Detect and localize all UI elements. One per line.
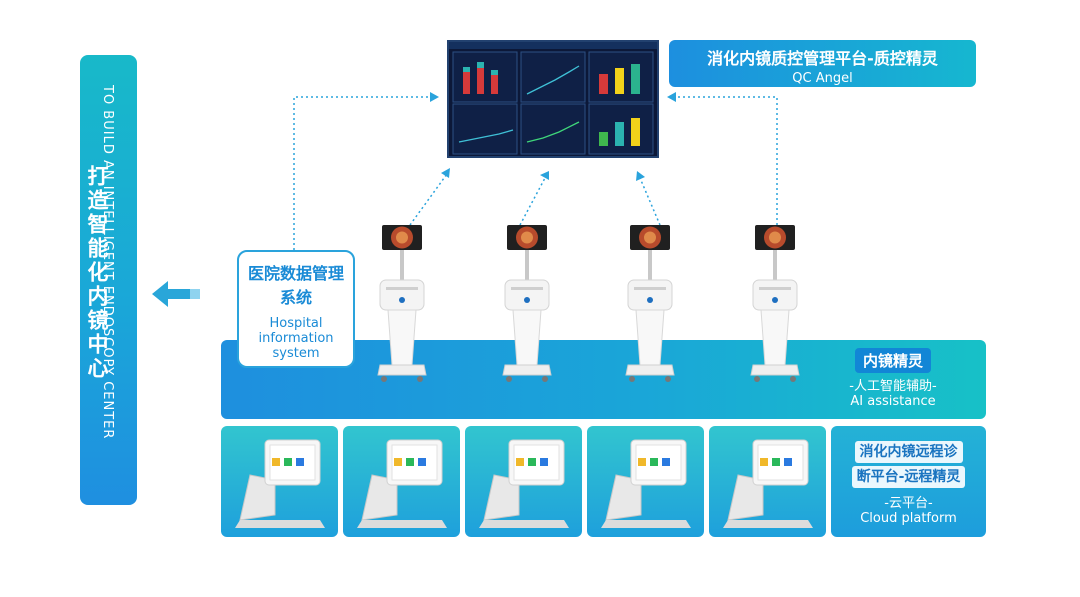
qc-chinese-title: 消化内镜质控管理平台-质控精灵 <box>707 49 938 68</box>
line-chart <box>526 121 580 143</box>
touch-terminal-icon <box>356 439 448 529</box>
touch-terminal-icon <box>478 439 570 529</box>
ai-label: 内镜精灵 -人工智能辅助- AI assistance <box>818 348 968 409</box>
his-box: 医院数据管理系统 Hospital information system <box>237 250 355 368</box>
left-banner: TO BUILD AN INTELLIGENT ENDOSCOPY CENTER… <box>80 55 137 505</box>
arrowhead-icon <box>441 168 450 178</box>
his-to-dashboard-line <box>293 96 432 250</box>
cart3-to-dashboard-line <box>639 177 661 226</box>
cloud-title-line1: 消化内镜远程诊 <box>854 441 963 463</box>
touch-terminal-icon <box>600 439 692 529</box>
banner-chinese-text: 打造智能化内镜中心 <box>85 165 109 381</box>
banner-english-text: TO BUILD AN INTELLIGENT ENDOSCOPY CENTER <box>100 85 115 440</box>
touch-terminal-icon <box>234 439 326 529</box>
ai-english: AI assistance <box>850 394 936 409</box>
his-chinese-label: 医院数据管理系统 <box>247 264 344 307</box>
qc-platform-label: 消化内镜质控管理平台-质控精灵 QC Angel <box>669 40 976 87</box>
qc-english-title: QC Angel <box>792 71 853 86</box>
touch-terminal-icon <box>722 439 814 529</box>
dashboard-panels <box>449 42 657 155</box>
cart4-to-dashboard-line <box>675 96 778 225</box>
cart2-to-dashboard-line <box>519 177 546 226</box>
cart1-to-dashboard-line <box>409 173 448 226</box>
bar-chart <box>599 118 640 146</box>
qc-dashboard-screen <box>447 40 659 158</box>
stacked-bar-chart <box>463 62 498 94</box>
bar-chart <box>599 64 640 94</box>
cloud-english: Cloud platform <box>860 511 957 526</box>
left-arrow-icon <box>152 281 200 307</box>
arrowhead-icon <box>636 171 645 181</box>
cloud-subtitle: -云平台- <box>884 496 933 511</box>
cloud-platform-label: 消化内镜远程诊 断平台-远程精灵 -云平台- Cloud platform <box>831 426 986 537</box>
line-chart <box>526 65 580 95</box>
line-chart <box>458 129 514 143</box>
arrowhead-icon <box>430 92 439 102</box>
cloud-title-line2: 断平台-远程精灵 <box>851 466 966 488</box>
arrowhead-icon <box>540 171 549 180</box>
ai-title: 内镜精灵 <box>854 348 931 373</box>
arrowhead-icon <box>667 92 676 102</box>
his-english-label: Hospital information system <box>258 316 334 361</box>
ai-subtitle: -人工智能辅助- <box>849 379 937 394</box>
